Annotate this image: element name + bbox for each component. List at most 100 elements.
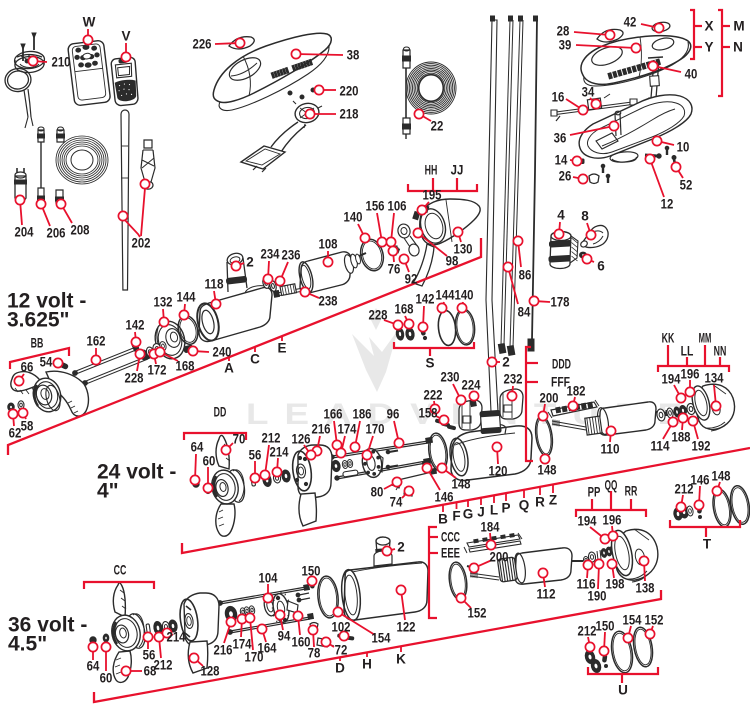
svg-text:RR: RR [625,484,638,499]
svg-text:QQ: QQ [605,478,618,493]
svg-text:188: 188 [672,430,691,445]
svg-text:84: 84 [518,305,531,320]
svg-text:28: 28 [557,24,570,39]
svg-text:NN: NN [714,344,727,359]
svg-text:BB: BB [31,336,44,351]
svg-text:60: 60 [100,671,113,686]
svg-text:DD: DD [214,405,227,420]
svg-text:36: 36 [554,131,567,146]
svg-text:14: 14 [555,153,568,168]
svg-text:92: 92 [405,272,418,287]
svg-text:134: 134 [705,371,724,386]
svg-text:96: 96 [387,407,400,422]
svg-text:212: 212 [578,624,597,639]
svg-text:164: 164 [258,641,277,656]
svg-text:66: 66 [21,360,34,375]
svg-text:22: 22 [431,119,444,134]
svg-text:212: 212 [262,431,281,446]
svg-text:132: 132 [154,295,173,310]
svg-text:64: 64 [191,440,204,455]
svg-text:146: 146 [691,473,710,488]
svg-text:200: 200 [540,391,559,406]
svg-text:110: 110 [601,442,620,457]
svg-text:190: 190 [588,589,607,604]
svg-text:146: 146 [435,490,454,505]
svg-text:S: S [425,356,434,371]
svg-text:174: 174 [338,422,357,437]
svg-text:98: 98 [446,254,459,269]
svg-text:122: 122 [397,620,416,635]
svg-text:230: 230 [441,370,460,385]
svg-text:186: 186 [353,407,372,422]
svg-text:196: 196 [681,367,700,382]
svg-text:E: E [277,341,286,356]
svg-text:148: 148 [452,477,471,492]
svg-text:226: 226 [193,37,212,52]
svg-text:70: 70 [233,432,246,447]
svg-text:Y: Y [704,40,713,55]
svg-text:118: 118 [205,277,224,292]
svg-text:198: 198 [606,577,625,592]
svg-text:106: 106 [388,199,407,214]
svg-text:148: 148 [712,469,731,484]
svg-text:34: 34 [582,85,595,100]
svg-text:152: 152 [645,613,664,628]
svg-text:148: 148 [538,463,557,478]
svg-text:166: 166 [324,407,343,422]
svg-text:3.625": 3.625" [7,309,70,332]
svg-text:4": 4" [97,480,119,503]
svg-text:CC: CC [114,563,127,578]
svg-text:38: 38 [347,48,360,63]
svg-text:154: 154 [623,613,642,628]
svg-text:128: 128 [201,664,220,679]
svg-text:64: 64 [87,659,100,674]
svg-text:L: L [490,503,498,518]
svg-text:182: 182 [567,384,586,399]
svg-text:Z: Z [549,493,557,508]
svg-text:108: 108 [319,237,338,252]
svg-text:238: 238 [319,294,338,309]
svg-text:154: 154 [372,631,391,646]
svg-text:62: 62 [9,426,22,441]
svg-text:222: 222 [424,388,443,403]
svg-text:184: 184 [481,520,500,535]
svg-text:W: W [83,15,96,30]
svg-text:EEE: EEE [441,546,460,561]
svg-text:200: 200 [490,550,509,565]
svg-text:156: 156 [366,199,385,214]
svg-text:112: 112 [537,587,556,602]
svg-text:6: 6 [597,259,605,274]
svg-text:234: 234 [261,247,280,262]
svg-text:204: 204 [15,225,34,240]
svg-text:196: 196 [603,513,622,528]
svg-text:228: 228 [125,371,144,386]
svg-text:Q: Q [519,498,530,513]
svg-text:142: 142 [416,292,435,307]
svg-text:2: 2 [246,255,254,270]
svg-text:168: 168 [176,359,195,374]
svg-text:126: 126 [292,432,311,447]
svg-text:214: 214 [270,445,289,460]
svg-text:195: 195 [423,188,442,203]
svg-text:R: R [535,495,545,510]
svg-text:60: 60 [203,454,216,469]
svg-text:178: 178 [551,295,570,310]
svg-text:12: 12 [661,197,674,212]
svg-text:G: G [463,507,474,522]
svg-text:K: K [396,652,406,667]
svg-text:LL: LL [681,344,694,359]
svg-text:162: 162 [87,334,106,349]
svg-text:56: 56 [249,448,262,463]
svg-text:CCC: CCC [441,530,460,545]
svg-text:2: 2 [502,355,510,370]
svg-text:202: 202 [132,236,151,251]
svg-text:J: J [477,505,485,520]
svg-text:158: 158 [419,406,438,421]
svg-text:144: 144 [436,288,455,303]
svg-text:114: 114 [651,439,670,454]
svg-text:26: 26 [559,169,572,184]
svg-text:X: X [704,19,713,34]
svg-text:T: T [703,537,712,552]
svg-text:74: 74 [390,495,403,510]
svg-text:140: 140 [344,210,363,225]
